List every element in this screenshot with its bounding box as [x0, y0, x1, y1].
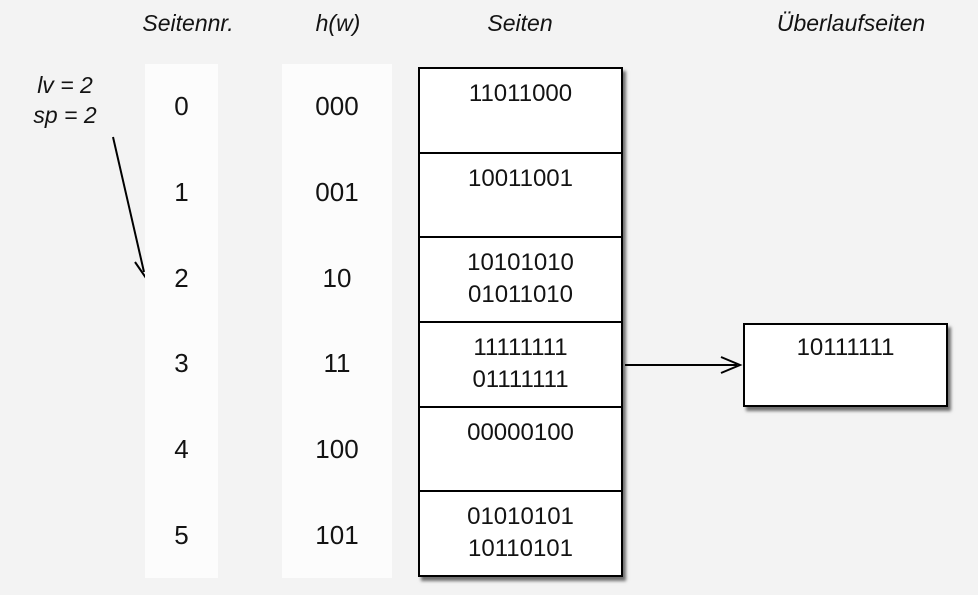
- page-row-5: 01010101 10110101: [420, 492, 621, 575]
- sp-value-label: sp = 2: [33, 102, 97, 128]
- page-row-2: 10101010 01011010: [420, 238, 621, 324]
- hash-cell: 100: [315, 434, 359, 465]
- page-entry: [420, 110, 621, 142]
- seitennr-cell: 2: [174, 262, 189, 293]
- page-row-3: 11111111 01111111: [420, 323, 621, 408]
- page-row-1: 10011001: [420, 154, 621, 239]
- header-seitennr: Seitennr.: [142, 10, 234, 36]
- state-annotation: lv = 2 sp = 2: [16, 70, 114, 130]
- page-entry: 01111111: [472, 366, 569, 394]
- seitennr-cell: 3: [174, 348, 189, 379]
- hash-cell: 101: [315, 519, 359, 550]
- seitennr-column: 0 1 2 3 4 5: [145, 64, 218, 578]
- page-entry: 00000100: [467, 418, 574, 446]
- seitennr-cell: 0: [174, 91, 189, 122]
- overflow-arrow: [625, 356, 743, 374]
- header-seiten: Seiten: [487, 10, 553, 36]
- page-entry: 10011001: [468, 164, 573, 192]
- page-entry: 10101010: [467, 249, 574, 277]
- page-entry: 01010101: [467, 503, 574, 531]
- hash-column: 000 001 10 11 100 101: [282, 64, 392, 578]
- header-hw: h(w): [315, 10, 361, 36]
- page-entry: 11111111: [473, 334, 568, 362]
- page-entry: [420, 195, 621, 227]
- seitennr-cell: 4: [174, 434, 189, 465]
- page-row-0: 11011000: [420, 69, 621, 154]
- seitennr-cell: 1: [174, 177, 189, 207]
- hash-cell: 001: [315, 177, 359, 207]
- page-entry: 11011000: [468, 80, 573, 107]
- page-entry: 10110101: [468, 535, 573, 563]
- seitennr-cell: 5: [174, 519, 189, 550]
- overflow-page-box: 10111111: [743, 323, 948, 407]
- page-row-4: 00000100: [420, 408, 621, 493]
- lv-value-label: lv = 2: [37, 72, 93, 98]
- split-pointer-arrow: [112, 136, 150, 281]
- page-entry: 01011010: [468, 281, 573, 309]
- pages-stack: 11011000 10011001 10101010 01011010 1111…: [418, 67, 623, 577]
- overflow-page-entry: 10111111: [796, 334, 895, 361]
- header-ueberlaufseiten: Überlaufseiten: [776, 10, 926, 36]
- hash-cell: 000: [315, 91, 359, 122]
- page-entry: [420, 449, 621, 481]
- hash-cell: 10: [322, 262, 352, 293]
- hash-cell: 11: [323, 348, 351, 379]
